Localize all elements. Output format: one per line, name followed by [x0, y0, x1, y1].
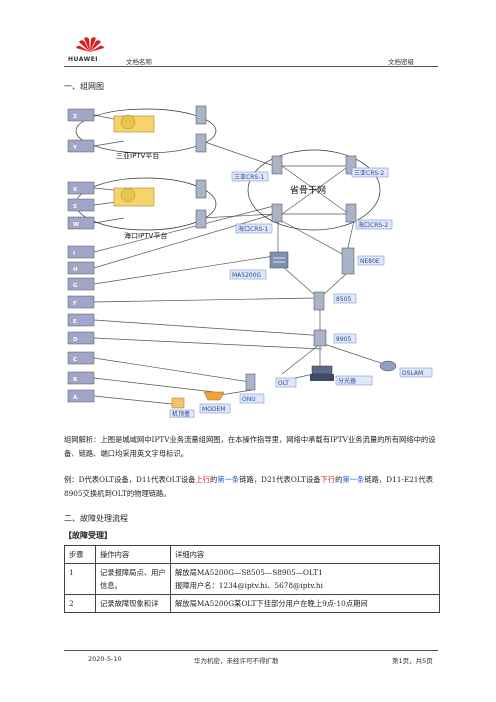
- label-onu: ONU: [242, 396, 256, 403]
- huawei-logo: [70, 34, 110, 60]
- analysis-paragraph: 组网解析：上图是城域网中IPTV业务流量组网图，在本操作指导里，网络中承载有IP…: [64, 435, 436, 458]
- ex-part-a: 例：D代表OLT设备，D11代表OLT设备: [64, 475, 196, 484]
- box-label-i: I: [73, 251, 75, 257]
- label-stb: 机顶盒: [172, 410, 190, 418]
- detail-line: 解放局MA5200G某OLT下挂部分用户在晚上9点-10点期间: [175, 599, 368, 608]
- cell-op: 记录故障现象和详: [95, 594, 171, 613]
- doc-level: 文档密级: [388, 58, 414, 66]
- box-label-z: Z: [73, 114, 77, 120]
- label-hk-crs2: 海口CRS-2: [358, 221, 388, 229]
- platform-server-icon: [113, 114, 155, 207]
- label-sy-crs2: 三亚CRS-2: [354, 170, 384, 177]
- ex-first-1: 第一条: [217, 475, 240, 484]
- detail-line: 报障用户名：1234@iptv.hi、5678@iptv.hi: [175, 581, 323, 590]
- section1-title: 一、组网图: [64, 82, 104, 91]
- detail-line: 解放局MA5200G—S8505—S8905—OLT1: [175, 568, 323, 577]
- box-label-d: D: [73, 337, 78, 343]
- box-label-w: W: [73, 222, 79, 228]
- footer-page: 第1页，共5页: [392, 657, 433, 665]
- network-diagram: Z Y X S W I H G F E D C B A: [67, 105, 433, 418]
- header-rule: [64, 66, 438, 67]
- header-step: 步骤: [64, 545, 96, 564]
- ex-part-b: 的: [210, 475, 218, 484]
- example-paragraph: 例：D代表OLT设备，D11代表OLT设备上行的第一条链路，D21代表OLT设备…: [64, 473, 440, 500]
- subsection-title: 【故障受理】: [64, 531, 112, 540]
- header-op: 操作内容: [95, 545, 171, 564]
- box-label-a: A: [73, 395, 78, 401]
- doc-name: 文档名称: [126, 58, 152, 66]
- footer-date: 2020-5-10: [88, 655, 122, 663]
- header-detail: 详细内容: [170, 545, 440, 564]
- box-label-e: E: [73, 319, 77, 325]
- box-label-h: H: [73, 267, 78, 273]
- label-platform1: 三亚IPTV平台: [116, 151, 159, 160]
- server-tower-icons: [195, 105, 357, 391]
- label-8505: 8505: [336, 296, 351, 303]
- ex-part-e: 链路，D11-E21代表8905交换机到OLT的物理链路。: [64, 475, 434, 498]
- ex-uplink: 上行: [195, 475, 211, 484]
- box-label-y: Y: [72, 145, 78, 151]
- cell-step: 2: [64, 594, 96, 613]
- label-ne80e: NE80E: [360, 258, 380, 265]
- left-boxes: [67, 108, 95, 403]
- label-modem: MODEM: [202, 406, 226, 413]
- brand-text: HUAWEI: [68, 56, 99, 63]
- label-sy-crs1: 三亚CRS-1: [234, 174, 264, 181]
- table-row: 2 记录故障现象和详 解放局MA5200G某OLT下挂部分用户在晚上9点-10点…: [64, 594, 440, 613]
- cell-step: 1: [64, 563, 96, 595]
- huawei-flower-icon: [76, 37, 104, 52]
- label-olt: OLT: [278, 380, 289, 387]
- box-label-g: G: [73, 283, 78, 289]
- label-backbone: 省骨干网: [290, 184, 326, 196]
- dslam-device-icon: [379, 360, 397, 372]
- box-label-c: C: [73, 357, 77, 363]
- olt-device-icon: [311, 365, 333, 375]
- modem-icon: [203, 391, 225, 401]
- label-ma5200g: MA5200G: [232, 272, 262, 279]
- box-label-b: B: [73, 377, 77, 383]
- label-dslam: DSLAM: [402, 370, 423, 377]
- label-splitter: 分光器: [338, 377, 356, 385]
- table-row: 1 记录报障局点、用户信息。 解放局MA5200G—S8505—S8905—OL…: [64, 563, 440, 595]
- section2-title: 二、故障处理流程: [64, 514, 128, 523]
- ex-first-2: 第一条: [342, 475, 365, 484]
- footer-confidential: 华为机密，未经许可不得扩散: [194, 657, 279, 665]
- cell-detail: 解放局MA5200G某OLT下挂部分用户在晚上9点-10点期间: [170, 594, 440, 613]
- cell-detail: 解放局MA5200G—S8505—S8905—OLT1 报障用户名：1234@i…: [170, 563, 440, 595]
- stb-icon: [171, 397, 185, 409]
- table-header-row: 步骤 操作内容 详细内容: [64, 545, 440, 564]
- box-label-s: S: [73, 204, 77, 210]
- box-label-x: X: [73, 187, 78, 193]
- label-platform2: 海口IPTV平台: [124, 231, 167, 240]
- footer-rule: [64, 650, 438, 651]
- ex-part-d: 的: [335, 475, 343, 484]
- cell-op: 记录报障局点、用户信息。: [95, 563, 171, 595]
- ex-downlink: 下行: [320, 475, 336, 484]
- label-hk-crs1: 海口CRS-1: [238, 225, 268, 233]
- ex-part-c: 链路，D21代表OLT设备: [239, 475, 321, 484]
- ma5200g-router-icon: [269, 251, 289, 269]
- box-label-f: F: [73, 301, 77, 307]
- steps-table: 步骤 操作内容 详细内容 1 记录报障局点、用户信息。 解放局MA5200G—S…: [64, 545, 440, 613]
- label-8905: 8905: [336, 336, 351, 343]
- splitter-device-icon: [310, 374, 334, 381]
